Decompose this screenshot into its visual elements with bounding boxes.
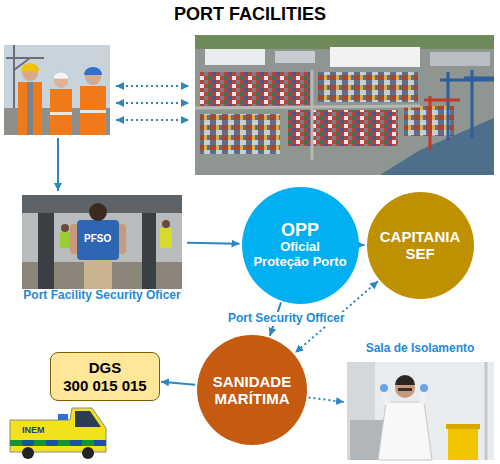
windscreen [75,411,101,427]
port-photo [195,35,494,175]
circle-fill [197,335,307,445]
hair [395,375,415,385]
photo-bg [22,195,182,289]
vest [60,232,70,248]
circle-fill [242,187,359,304]
siren-light [58,414,68,420]
role-label: Port Security Officer [226,312,347,326]
hard-hat [53,72,69,79]
check-strip [22,440,34,446]
head [61,224,69,232]
node-content: DGS300 015 015 [51,353,159,400]
warehouse [330,47,420,67]
isolation-room-photo [347,362,494,460]
flow-arrow [57,138,59,191]
node-content: CAPITANIA SEF [366,191,475,300]
door-frame [485,362,488,460]
node-content: Sala de Isolamento [345,342,495,356]
circle-fill [367,192,474,299]
quay-crane [424,96,460,150]
container-stack [200,72,310,106]
node-heading: OPP [281,220,319,241]
photo-sky [4,45,110,135]
workers-photo [4,45,110,135]
check-strip [34,440,46,446]
node-body: Oficial Proteção Porto [252,240,348,270]
trousers [84,258,112,289]
wheel [22,447,34,459]
road [195,70,420,160]
head [162,220,170,228]
pfso-photo [22,195,182,289]
glove [420,384,428,392]
dotted-arrow [309,397,344,402]
building [205,49,265,65]
dotted-arrow [116,85,189,87]
safety-vest [80,86,106,135]
check-strip [82,440,94,446]
node-content: Port Facility Security Oficer [18,193,186,303]
container-stack [288,110,398,146]
safety-vest [50,89,72,135]
isolation-room-box: Sala de Isolamento [345,342,495,462]
reflective-stripe [80,110,106,113]
gate-pillar [142,213,156,289]
check-strip [46,440,58,446]
shirt [27,82,33,135]
quay-crane [440,70,494,140]
ambulance-body [10,408,106,452]
gate-pillar [38,213,54,289]
check-strip [94,440,106,446]
opp-circle: OPPOficial Proteção Porto [241,186,360,305]
vest [160,228,172,248]
trees [195,35,494,49]
vehicle-text: INEM [22,425,45,435]
check-strip [58,440,70,446]
wheel [82,447,94,459]
node-content: SANIDADE MARÍTIMA [196,334,308,446]
building [275,51,315,63]
hard-hat [21,63,39,71]
safety-vest [18,82,42,135]
sanidade-circle: SANIDADE MARÍTIMA [196,334,308,446]
waste-bin [448,428,478,460]
flow-arrow [361,244,365,246]
reflective-stripe [50,112,72,115]
capitania-circle: CAPITANIA SEF [366,191,475,300]
photo-bg [347,362,494,460]
protective-gown [378,402,432,460]
pfso-vest [77,220,119,260]
node-heading: DGS [89,359,122,376]
ambulance [10,408,106,459]
flow-arrow [187,243,240,244]
bin-lid [446,424,480,429]
container-stack [200,114,280,154]
container-stack [318,72,418,102]
vest-text: PFSO [84,233,111,245]
node-caption: Sala de Isolamento [366,342,475,356]
check-strip [70,440,82,446]
dotted-arrow [116,102,189,104]
head [89,203,107,221]
hard-hat [84,67,102,75]
diagram-title: PORT FACILITIES [0,4,500,26]
building [430,52,490,66]
node-label: CAPITANIA SEF [374,228,466,263]
node-label: SANIDADE MARÍTIMA [206,373,298,408]
dotted-arrow [116,119,189,121]
node-caption: Port Facility Security Oficer [23,289,180,303]
pfso-box: Port Facility Security Oficer [18,193,186,305]
phone-number: 300 015 015 [63,377,146,394]
glove [380,384,388,392]
check-strip [10,440,22,446]
dgs-box: DGS300 015 015 [50,352,160,401]
flow-arrow [161,382,195,385]
photo-ground [195,35,494,175]
glasses [398,388,412,391]
water [380,118,494,175]
node-content: OPPOficial Proteção Porto [241,186,360,305]
